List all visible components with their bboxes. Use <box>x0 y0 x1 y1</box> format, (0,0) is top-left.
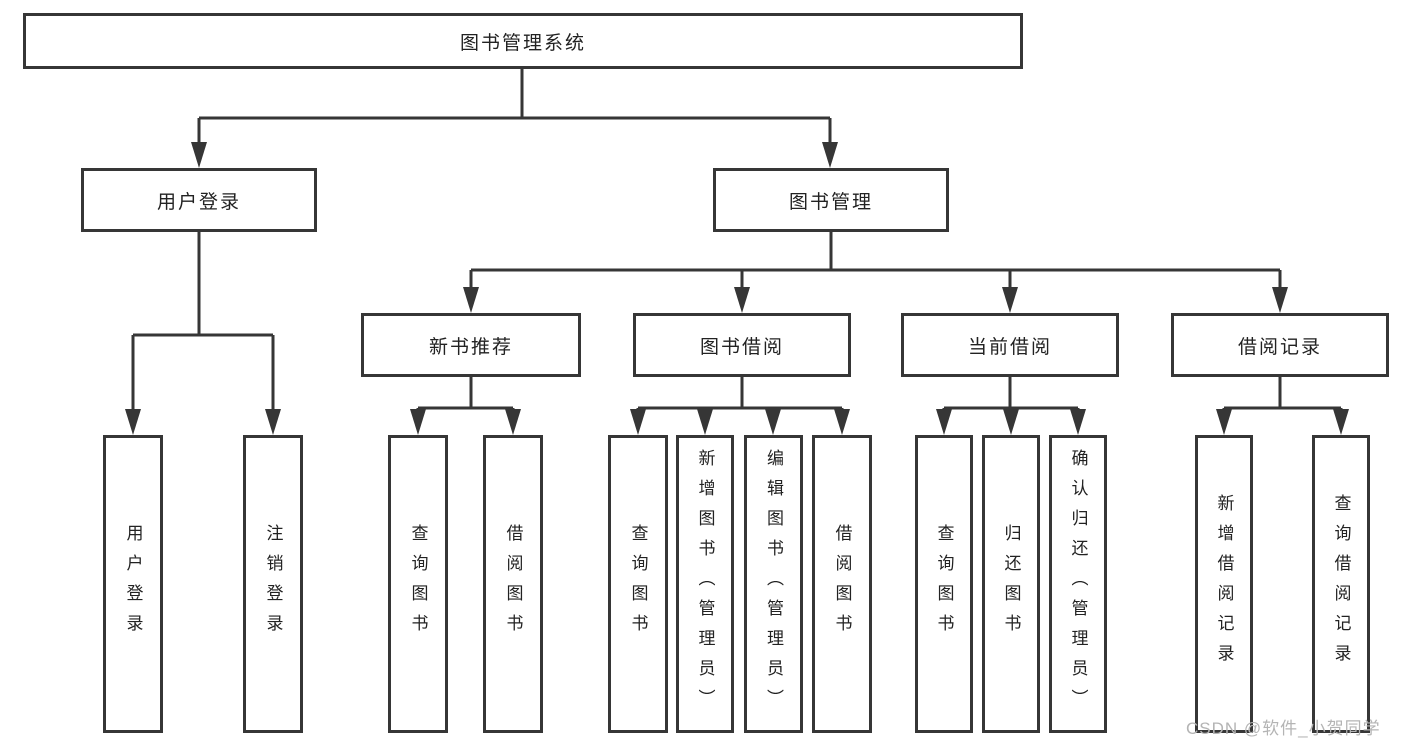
leaf-confirm-return-admin: 确认归还（管理员） <box>1049 435 1107 733</box>
arrowhead <box>697 409 713 435</box>
node-user-login: 用户登录 <box>81 168 317 232</box>
node-current-borrowing: 当前借阅 <box>901 313 1119 377</box>
leaf-borrow-books-1: 借阅图书 <box>483 435 543 733</box>
node-library-management-system: 图书管理系统 <box>23 13 1023 69</box>
arrowhead <box>834 409 850 435</box>
arrowhead <box>1333 409 1349 435</box>
arrowhead <box>936 409 952 435</box>
leaf-query-books-1: 查询图书 <box>388 435 448 733</box>
node-new-book-recommend: 新书推荐 <box>361 313 581 377</box>
leaf-borrow-books-2: 借阅图书 <box>812 435 872 733</box>
arrowhead <box>734 287 750 313</box>
leaf-edit-books-admin: 编辑图书（管理员） <box>744 435 803 733</box>
arrowhead <box>463 287 479 313</box>
arrowhead <box>1002 287 1018 313</box>
arrowhead <box>1003 409 1019 435</box>
node-book-management: 图书管理 <box>713 168 949 232</box>
arrowhead <box>1070 409 1086 435</box>
arrowhead <box>1272 287 1288 313</box>
arrowhead <box>1216 409 1232 435</box>
arrowhead <box>822 142 838 168</box>
node-book-borrowing: 图书借阅 <box>633 313 851 377</box>
csdn-watermark: CSDN @软件_小贺同学 <box>1186 719 1381 738</box>
leaf-query-books-3: 查询图书 <box>915 435 973 733</box>
arrowhead <box>265 409 281 435</box>
arrowhead <box>505 409 521 435</box>
leaf-add-books-admin: 新增图书（管理员） <box>676 435 734 733</box>
leaf-query-books-2: 查询图书 <box>608 435 668 733</box>
leaf-return-books: 归还图书 <box>982 435 1040 733</box>
leaf-logout: 注销登录 <box>243 435 303 733</box>
arrowhead <box>630 409 646 435</box>
leaf-user-login: 用户登录 <box>103 435 163 733</box>
arrowheads <box>125 142 1349 435</box>
arrowhead <box>125 409 141 435</box>
arrowhead <box>191 142 207 168</box>
arrowhead <box>410 409 426 435</box>
node-borrowing-records: 借阅记录 <box>1171 313 1389 377</box>
leaf-query-borrow-record: 查询借阅记录 <box>1312 435 1370 733</box>
arrowhead <box>765 409 781 435</box>
leaf-add-borrow-record: 新增借阅记录 <box>1195 435 1253 733</box>
